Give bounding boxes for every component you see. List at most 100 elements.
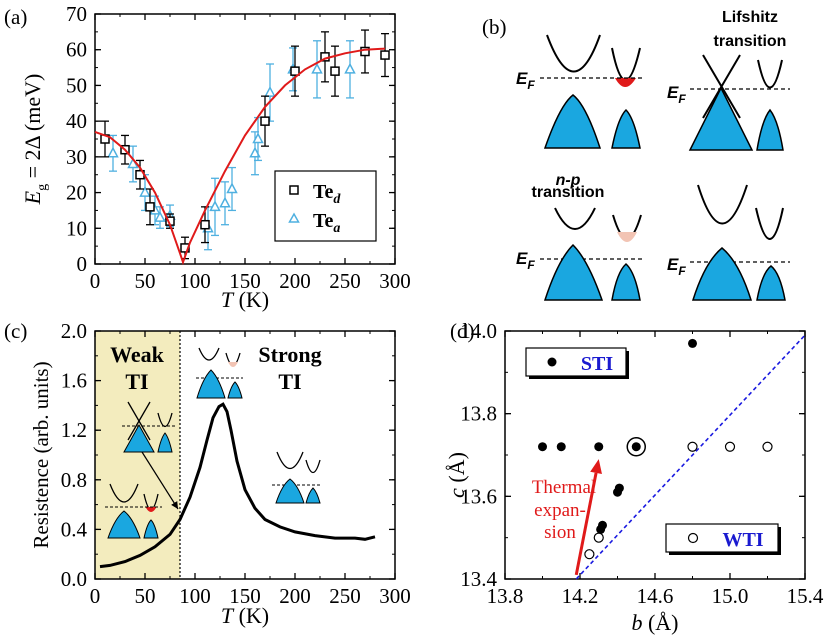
conduction-band-right-gapped — [755, 207, 784, 240]
y-tick-label: 70 — [66, 2, 87, 26]
y-tick-label: 0.8 — [61, 468, 87, 492]
marker-wti — [762, 441, 773, 452]
crossing-band-b — [702, 54, 741, 119]
mini-schematic-np — [196, 347, 243, 399]
panel-label-b: (b) — [482, 15, 507, 39]
x-tick-label: 100 — [179, 269, 211, 293]
data-points-d — [538, 338, 773, 560]
x-tick-label: 200 — [279, 584, 311, 608]
y-axis-label-d: c (Å) — [444, 452, 469, 498]
legend-sti: STI — [525, 347, 629, 379]
y-tick-label: 13.4 — [460, 567, 497, 591]
valence-band-right-gapped — [756, 265, 786, 301]
svg-text:b (Å): b (Å) — [631, 610, 678, 635]
marker-wti — [593, 532, 604, 543]
marker-te-a — [219, 196, 231, 208]
marker-wti — [724, 441, 736, 452]
highlighted-point-ring — [626, 436, 646, 457]
legend-box-wti — [665, 523, 779, 553]
x-tick-label: 300 — [379, 269, 411, 293]
mini-schematic-gapped — [272, 451, 322, 504]
legend-a: Ted Tea — [274, 170, 377, 242]
legend-label-wti: WTI — [722, 529, 763, 551]
marker-sti — [596, 524, 606, 534]
fermi-label: EF — [667, 83, 686, 106]
conduction-band-left-gapped — [697, 184, 748, 225]
conduction-band-left-np — [554, 207, 596, 230]
legend-box-sti — [525, 347, 627, 377]
x-tick-label: 0 — [90, 269, 101, 293]
marker-te-d — [200, 219, 210, 230]
panel-b-band-schematics: (b) EF Lifshitz transition EF n-p — [482, 9, 790, 301]
x-tick-label: 50 — [135, 584, 156, 608]
region-label-weak: Weak — [110, 342, 165, 367]
svg-text:Resistence (arb. units): Resistence (arb. units) — [29, 361, 53, 548]
x-tick-label: 100 — [179, 584, 211, 608]
y-tick-label: 14.0 — [460, 319, 497, 343]
mini-schematic-lifshitz — [122, 401, 175, 453]
marker-te-a — [344, 62, 356, 74]
marker-sti — [556, 442, 566, 452]
y-tick-label: 13.8 — [460, 402, 497, 426]
marker-te-a — [252, 132, 264, 144]
x-tick-label: 250 — [329, 584, 361, 608]
marker-te-d — [360, 46, 370, 57]
svg-text:c (Å): c (Å) — [444, 452, 469, 498]
legend-marker-sti — [547, 357, 557, 367]
y-tick-label: 0.4 — [61, 517, 88, 541]
svg-text:T (K): T (K) — [221, 287, 269, 312]
mini-schematic-red-pocket — [105, 483, 162, 539]
marker-te-a — [264, 85, 276, 97]
conduction-band-right-lifshitz — [757, 59, 783, 89]
np-label-transition: transition — [532, 184, 605, 201]
marker-sti — [614, 483, 624, 493]
resistance-curve — [99, 402, 376, 569]
fermi-label: EF — [516, 69, 535, 92]
marker-sti — [631, 442, 641, 452]
np-label-line1: n-p — [556, 172, 581, 189]
x-axis-label-a: T (K) — [221, 287, 269, 312]
x-tick-label: 0 — [90, 584, 101, 608]
electron-pocket-red — [615, 78, 636, 87]
legend-label-te-a: Tea — [313, 210, 340, 236]
valence-band-right-np — [611, 262, 641, 301]
legend-box — [274, 170, 377, 242]
marker-te-a — [209, 200, 221, 212]
x-tick-label: 150 — [229, 584, 261, 608]
marker-te-a — [107, 146, 119, 158]
x-tick-label: 15.4 — [787, 584, 824, 608]
schematic-np-transition: n-p transition EF — [516, 172, 645, 301]
valence-band-right — [611, 108, 641, 149]
fit-curve — [94, 47, 386, 266]
conduction-band-right — [611, 47, 641, 81]
x-tick-label: 14.6 — [637, 584, 674, 608]
marker-te-a — [139, 185, 151, 197]
legend-marker-te-d — [289, 185, 299, 195]
y-axis-label-c: Resistence (arb. units) — [29, 361, 53, 548]
valence-band-right-lifshitz — [756, 108, 784, 151]
marker-te-d — [380, 50, 390, 60]
y-tick-label: 0 — [77, 252, 88, 276]
marker-wti — [687, 441, 698, 452]
fermi-label: EF — [516, 249, 535, 272]
svg-text:T (K): T (K) — [221, 603, 269, 628]
y-tick-label: 0.0 — [61, 567, 87, 591]
svg-text:Eg = 2Δ (meV): Eg = 2Δ (meV) — [20, 74, 50, 206]
marker-te-d — [290, 66, 300, 76]
marker-te-a — [226, 182, 238, 194]
valence-band-left-gapped — [691, 247, 753, 301]
axis-ticks-a — [94, 13, 396, 265]
x-tick-label: 250 — [329, 269, 361, 293]
pointer-arrow — [141, 451, 179, 510]
legend-wti: WTI — [665, 523, 781, 555]
legend-marker-te-a — [288, 212, 300, 223]
lifshitz-label-line2: transition — [714, 33, 787, 50]
schematic-lifshitz: Lifshitz transition EF — [667, 9, 790, 151]
arrow-label-line2: expan- — [534, 500, 586, 521]
marker-te-d — [330, 66, 340, 76]
